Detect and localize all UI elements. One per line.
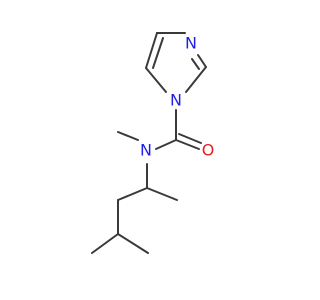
- atom-n1-label: N: [170, 91, 182, 110]
- bond-n3-c2-double: [191, 58, 200, 70]
- bond-ch-methyl-right: [117, 233, 149, 254]
- bond-c5-c4: [145, 32, 158, 69]
- bond-c2-n1: [185, 66, 207, 93]
- molecule-structure-diagram: N N O N: [91, 32, 214, 254]
- atom-labels: N N O N: [140, 34, 214, 160]
- bond-n1-c5: [145, 67, 167, 93]
- atom-namide-label: N: [140, 141, 152, 160]
- bond-ch-methyl: [146, 187, 178, 201]
- atom-o-label: O: [202, 141, 215, 160]
- bonds: [91, 32, 207, 254]
- bond-ch-methyl-left: [91, 233, 119, 254]
- atom-n3-label: N: [185, 34, 197, 53]
- bond-n3-c2: [197, 54, 207, 68]
- bond-carbonyl-o-double: [178, 133, 202, 144]
- bond-carbonyl-namide: [155, 139, 177, 150]
- bond-namide-methyl: [117, 131, 139, 141]
- bond-carbonyl-o: [175, 139, 200, 150]
- bond-ch-ch2: [117, 187, 148, 201]
- bond-c5-c4-double: [152, 37, 164, 69]
